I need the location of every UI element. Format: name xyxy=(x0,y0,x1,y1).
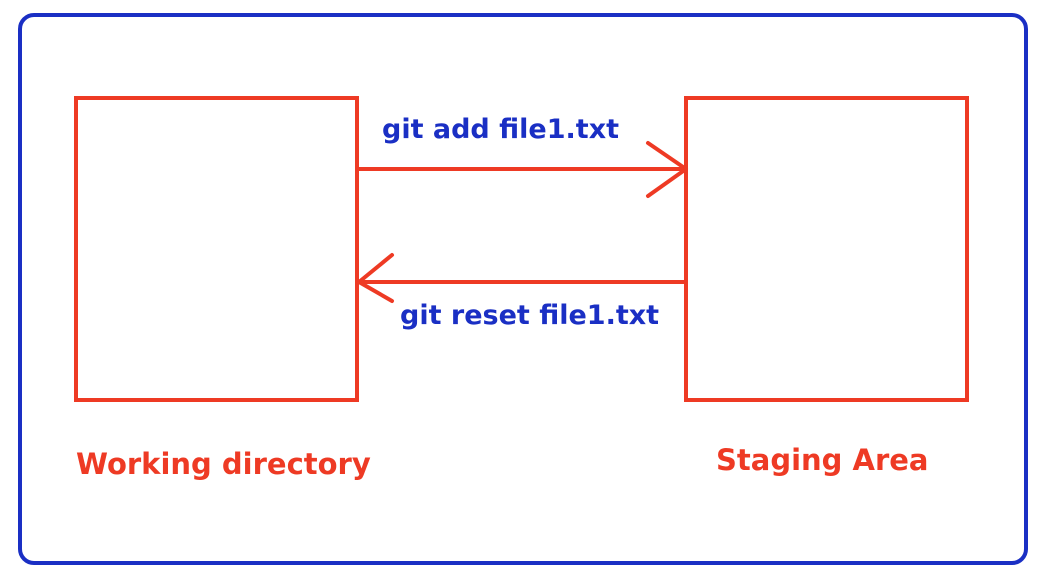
staging-area-label: Staging Area xyxy=(716,443,929,477)
staging-area-box xyxy=(684,96,969,402)
working-directory-label: Working directory xyxy=(76,447,371,481)
git-reset-arrowhead xyxy=(357,253,394,303)
outer-frame xyxy=(18,13,1028,565)
working-directory-box xyxy=(74,96,359,402)
git-add-command-label: git add file1.txt xyxy=(382,114,620,145)
git-reset-arrow xyxy=(357,253,688,303)
git-reset-command-label: git reset file1.txt xyxy=(400,300,660,331)
git-add-arrowhead xyxy=(646,141,688,198)
git-add-arrow xyxy=(357,141,688,198)
